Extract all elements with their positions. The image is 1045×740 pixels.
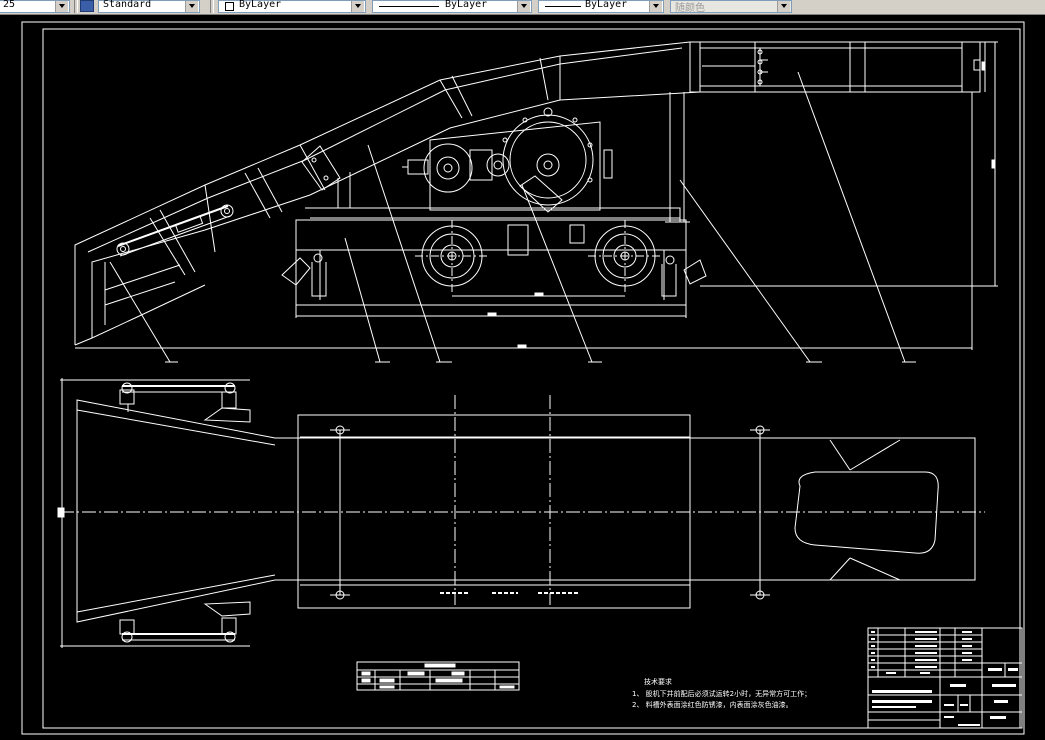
tech-requirement-2: 2、 料槽外表面涂红色防锈漆，内表面涂灰色油漆。 (632, 701, 793, 709)
chevron-down-icon[interactable] (185, 1, 198, 12)
linetype-value: ByLayer (445, 0, 488, 10)
layer-color-dropdown[interactable]: ByLayer (218, 0, 366, 13)
lineweight-dropdown[interactable]: ByLayer (538, 0, 664, 13)
chevron-down-icon[interactable] (777, 1, 790, 12)
properties-toolbar: 25 Standard ByLayer ByLayer ByLayer 随颜色 (0, 0, 1045, 15)
layer-color-value: ByLayer (239, 0, 282, 10)
plot-style-dropdown[interactable]: 随颜色 (670, 0, 792, 14)
toolbar-separator (210, 0, 214, 13)
toolbar-separator (74, 0, 78, 13)
plot-style-value: 随颜色 (675, 3, 705, 14)
wheel-right (588, 220, 662, 292)
text-style-icon[interactable] (80, 0, 94, 12)
chevron-down-icon[interactable] (517, 1, 530, 12)
tech-requirement-1: 1、 股机下井前配后必须试运转2小时，无异常方可工作； (632, 690, 812, 698)
outer-frame (21, 21, 1025, 735)
chevron-down-icon[interactable] (55, 1, 68, 12)
drawing-canvas[interactable]: 技术要求 1、 股机下井前配后必须试运转2小时，无异常方可工作； 2、 料槽外表… (0, 15, 1045, 740)
scale-value: 25 (3, 0, 16, 10)
tech-requirements-title: 技术要求 (644, 678, 672, 686)
chevron-down-icon[interactable] (649, 1, 662, 12)
gearbox (402, 107, 613, 213)
lineweight-sample (545, 6, 581, 7)
plan-view (57, 378, 985, 648)
inner-frame (42, 28, 1021, 729)
text-style-value: Standard (103, 0, 152, 10)
linetype-dropdown[interactable]: ByLayer (372, 0, 532, 13)
elevation-view (74, 41, 998, 363)
linetype-sample (379, 6, 439, 7)
dimension-lines (75, 41, 998, 350)
color-swatch-icon (225, 2, 234, 11)
cad-drawing (21, 21, 1025, 735)
leader-lines (109, 71, 916, 363)
lineweight-value: ByLayer (585, 0, 628, 10)
title-block (867, 627, 1023, 729)
text-style-dropdown[interactable]: Standard (98, 0, 200, 13)
parts-table (356, 661, 520, 691)
chevron-down-icon[interactable] (351, 1, 364, 12)
scale-dropdown[interactable]: 25 (0, 0, 70, 13)
wheel-left (415, 220, 489, 292)
